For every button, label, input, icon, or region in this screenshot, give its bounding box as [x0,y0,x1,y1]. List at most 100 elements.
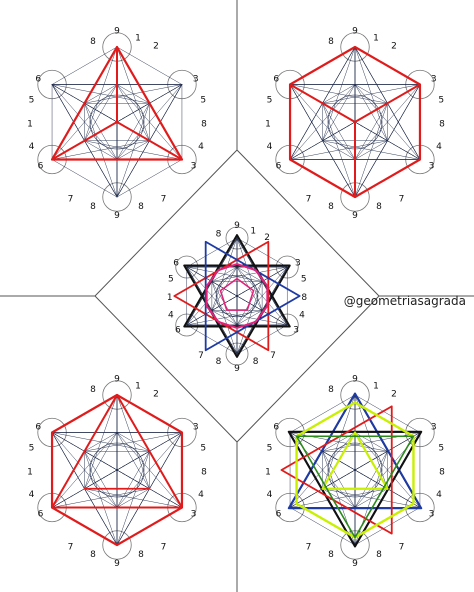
vertex-number: 6 [35,75,41,85]
vertex-number: 6 [175,326,181,336]
web-line [116,159,183,198]
vertex-number: 5 [29,96,35,106]
vertex-number: 5 [301,275,307,285]
web-line [289,394,356,433]
vertex-number: 5 [168,275,174,285]
vertex-number: 1 [373,33,379,43]
vertex-number: 6 [273,423,279,433]
red-octahedron-outline [50,393,184,547]
web-line [236,310,263,326]
vertex-number: 5 [29,444,35,454]
vertex-number: 1 [135,33,141,43]
vertex-number: 3 [429,510,435,520]
web-line [186,266,213,282]
vertex-number: 3 [293,326,299,336]
web-line [84,451,150,489]
vertex-number: 8 [439,468,445,478]
vertex-number: 5 [267,444,273,454]
vertex-number: 3 [295,258,301,268]
red-edge [51,121,118,161]
vertex-number: 8 [216,357,222,367]
vertex-number: 9 [352,211,358,221]
web-line [322,451,388,489]
watermark-handle: @geometriasagrada [343,294,466,308]
vertex-number: 7 [399,195,405,205]
web-line [211,310,238,326]
vertex-number: 6 [35,423,41,433]
vertex-number: 6 [38,510,44,520]
vertex-number: 8 [376,202,382,212]
vertex-number: 6 [38,162,44,172]
vertex-number: 8 [90,385,96,395]
web-line [322,84,356,104]
vertex-number: 8 [328,37,334,47]
vertex-number: 6 [173,258,179,268]
web-line [84,451,118,508]
vertex-number: 2 [264,233,270,243]
vertex-number: 7 [68,543,74,553]
vertex-number: 6 [276,510,282,520]
web-line [354,507,421,546]
vertex-number: 5 [438,444,444,454]
green-triangle [295,435,415,539]
vertex-number: 5 [438,96,444,106]
vertex-number: 5 [200,96,206,106]
vertex-number: 8 [138,202,144,212]
vertex-number: 4 [198,142,204,152]
vertex-number: 3 [191,510,197,520]
pink-pentagon [219,277,255,311]
web-line [289,432,323,452]
vertex-number: 2 [153,390,159,400]
vertex-number: 7 [306,543,312,553]
red-tetrahedron [50,45,184,161]
web-line [322,451,356,508]
vertex-number: 1 [167,293,173,303]
vertex-number: 8 [90,37,96,47]
thin-triangle [289,84,421,198]
web-line [84,488,118,508]
web-line [116,488,150,508]
vertex-number: 3 [193,423,199,433]
web-line [289,507,356,546]
vertex-number: 1 [27,468,33,478]
vertex-number: 8 [138,550,144,560]
vertex-number: 8 [201,468,207,478]
vertex-number: 9 [352,559,358,569]
vertex-number: 1 [373,381,379,391]
web-line [51,432,85,452]
vertex-number: 4 [168,311,174,321]
red-edge [354,83,421,123]
vertex-number: 1 [265,468,271,478]
web-line [289,488,323,508]
vertex-number: 1 [250,226,256,236]
web-line [236,237,288,268]
vertex-number: 1 [135,381,141,391]
vertex-number: 8 [90,202,96,212]
web-line [51,159,118,198]
vertex-number: 2 [153,42,159,52]
web-line [116,432,150,452]
vertex-number: 9 [234,221,240,231]
vertex-number: 7 [68,195,74,205]
vertex-number: 2 [391,42,397,52]
web-line [236,266,263,282]
web-line [116,84,150,104]
vertex-number: 8 [328,385,334,395]
web-line [116,140,150,160]
web-line [211,281,263,311]
vertex-number: 7 [270,351,276,361]
vertex-number: 7 [399,543,405,553]
web-line [289,140,323,160]
vertex-number: 2 [391,390,397,400]
web-line [186,324,238,355]
vertex-number: 4 [267,490,273,500]
vertex-number: 1 [27,120,33,130]
vertex-number: 3 [193,75,199,85]
vertex-number: 3 [431,75,437,85]
vertex-number: 7 [161,195,167,205]
vertex-number: 8 [439,120,445,130]
lime-triangle [321,431,389,490]
